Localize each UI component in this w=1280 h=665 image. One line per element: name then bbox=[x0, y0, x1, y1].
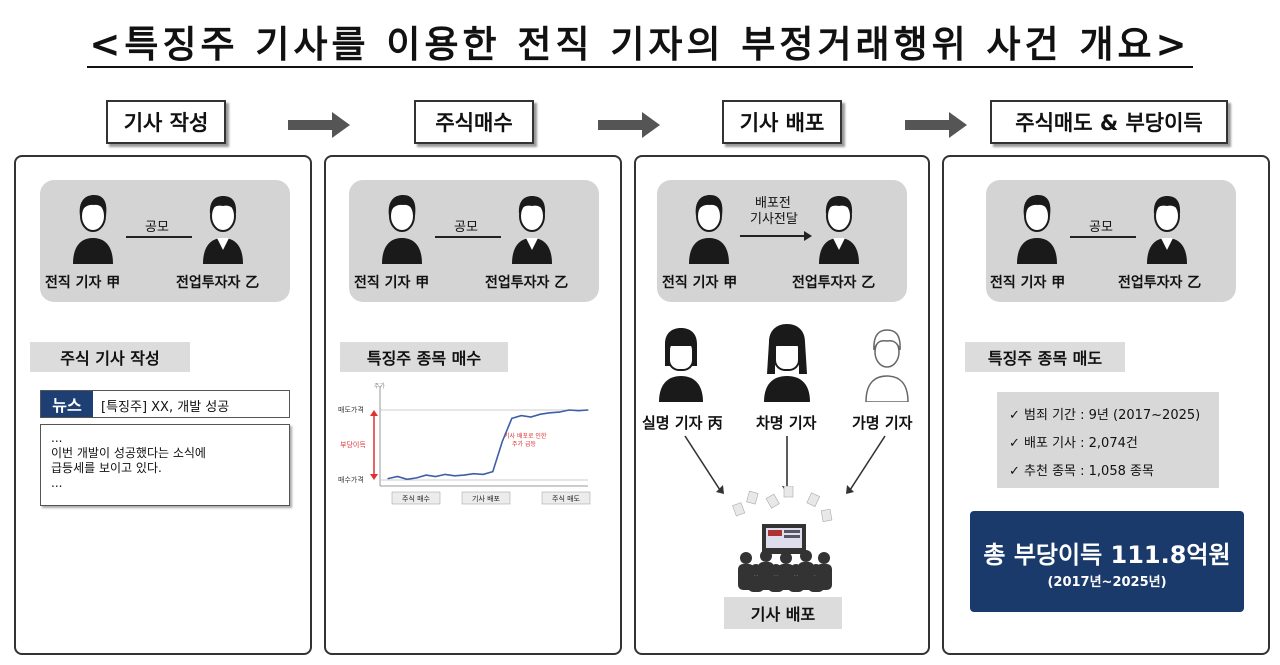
price-series-line bbox=[387, 409, 589, 481]
pre-deliver-label: 기사전달 bbox=[750, 212, 798, 227]
person-icon bbox=[509, 192, 555, 264]
summary-item: ✓ 추천 종목 : 1,058 종목 bbox=[1009, 464, 1154, 479]
x-tick-label: 주식 매수 bbox=[402, 494, 431, 503]
body-line: 이번 개발이 성공했다는 소식에 bbox=[51, 446, 206, 460]
summary-item: ✓ 범죄 기간 : 9년 (2017~2025) bbox=[1009, 408, 1201, 423]
reporter-label: 전직 기자 甲 bbox=[45, 275, 121, 291]
pre-deliver-label: 배포전 bbox=[755, 196, 791, 211]
section-tag: 주식 기사 작성 bbox=[30, 342, 190, 372]
link-line bbox=[1070, 236, 1136, 238]
person-icon bbox=[1144, 192, 1190, 264]
person-label: 실명 기자 丙 bbox=[642, 414, 723, 432]
link-line bbox=[126, 236, 192, 238]
price-point bbox=[587, 409, 589, 411]
investor-label: 전업투자자 乙 bbox=[1118, 275, 1202, 291]
price-point bbox=[492, 471, 494, 473]
price-point bbox=[463, 474, 465, 476]
person-outline-icon bbox=[862, 326, 912, 402]
price-point bbox=[520, 415, 522, 417]
news-badge: 뉴스 bbox=[41, 391, 93, 417]
profit-arrow-head-up bbox=[370, 410, 378, 416]
body-line: ... bbox=[51, 476, 63, 490]
step-sell-profit: 주식매도 & 부당이득 bbox=[990, 100, 1228, 144]
section-tag: 특징주 종목 매수 bbox=[340, 342, 508, 372]
price-point bbox=[549, 412, 551, 414]
page-title: <특징주 기사를 이용한 전직 기자의 부정거래행위 사건 개요> bbox=[87, 23, 1193, 68]
conspiracy-label: 공모 bbox=[145, 220, 169, 235]
price-point bbox=[558, 411, 560, 413]
person-icon bbox=[816, 192, 862, 264]
person-icon bbox=[686, 192, 732, 264]
reporter-label: 전직 기자 甲 bbox=[354, 275, 430, 291]
conspiracy-label: 공모 bbox=[1089, 220, 1113, 235]
link-line bbox=[435, 236, 501, 238]
person-icon bbox=[379, 192, 425, 264]
annotation-line: 기사 배포로 인한 bbox=[504, 432, 547, 440]
investor-label: 전업투자자 乙 bbox=[485, 275, 569, 291]
price-point bbox=[568, 409, 570, 411]
person-female-icon bbox=[760, 322, 814, 402]
arrow-right-icon bbox=[288, 112, 350, 138]
conspiracy-box bbox=[349, 180, 599, 302]
x-tick-label: 기사 배포 bbox=[472, 494, 501, 503]
price-point bbox=[387, 478, 389, 480]
price-point bbox=[416, 477, 418, 479]
body-line: ... bbox=[51, 431, 63, 445]
step-write-article: 기사 작성 bbox=[106, 100, 226, 144]
section-tag: 특징주 종목 매도 bbox=[965, 342, 1125, 372]
profit-arrow-head-down bbox=[370, 474, 378, 480]
conspiracy-label: 공모 bbox=[454, 220, 478, 235]
summary-list: ✓ 범죄 기간 : 9년 (2017~2025) ✓ 배포 기사 : 2,074… bbox=[997, 392, 1219, 488]
annotation-line: 주가 급등 bbox=[512, 440, 536, 448]
body-line: 급등세를 보이고 있다. bbox=[51, 461, 162, 475]
price-point bbox=[454, 475, 456, 477]
price-point bbox=[444, 473, 446, 475]
reporter-label: 전직 기자 甲 bbox=[990, 275, 1066, 291]
x-tick-box bbox=[461, 491, 511, 505]
news-title: [특징주] XX, 개발 성공 bbox=[101, 400, 230, 415]
x-tick-box bbox=[391, 491, 441, 505]
price-point bbox=[396, 475, 399, 478]
reporter-label: 전직 기자 甲 bbox=[662, 275, 738, 291]
person-female-icon bbox=[656, 326, 706, 402]
y-label-buy: 매수가격 bbox=[338, 475, 364, 484]
price-point bbox=[511, 417, 513, 419]
y-axis-label: 주가 bbox=[374, 382, 386, 390]
person-icon bbox=[70, 192, 116, 264]
conspiracy-box bbox=[40, 180, 290, 302]
summary-item: ✓ 배포 기사 : 2,074건 bbox=[1009, 436, 1138, 451]
price-point bbox=[482, 473, 484, 475]
person-icon bbox=[200, 192, 246, 264]
price-point bbox=[473, 473, 475, 475]
price-point bbox=[577, 410, 580, 412]
x-tick-box bbox=[541, 491, 591, 505]
person-icon bbox=[1014, 192, 1060, 264]
x-tick-label: 주식 매도 bbox=[552, 494, 581, 503]
price-point bbox=[425, 474, 427, 476]
person-label: 가명 기자 bbox=[852, 414, 913, 432]
arrow-right-icon bbox=[598, 112, 660, 138]
step-distribute-article: 기사 배포 bbox=[722, 100, 842, 144]
price-point bbox=[501, 440, 503, 443]
investor-label: 전업투자자 乙 bbox=[792, 275, 876, 291]
y-label-profit: 부당이득 bbox=[340, 440, 366, 449]
section-tag: 기사 배포 bbox=[724, 597, 842, 629]
total-profit-box: 총 부당이득 111.8억원 (2017년~2025년) bbox=[970, 511, 1244, 612]
price-point bbox=[406, 478, 408, 480]
person-label: 차명 기자 bbox=[756, 414, 817, 432]
price-point bbox=[435, 475, 437, 478]
step-buy-stock: 주식매수 bbox=[414, 100, 534, 144]
total-period: (2017년~2025년) bbox=[1047, 575, 1167, 590]
price-point bbox=[539, 413, 541, 415]
news-headline: 뉴스 [특징주] XX, 개발 성공 bbox=[40, 390, 290, 418]
news-body: ... 이번 개발이 성공했다는 소식에 급등세를 보이고 있다. ... bbox=[40, 424, 290, 506]
investor-label: 전업투자자 乙 bbox=[176, 275, 260, 291]
y-label-sell: 매도가격 bbox=[338, 405, 364, 414]
price-point bbox=[530, 416, 532, 418]
total-profit: 총 부당이득 111.8억원 bbox=[983, 541, 1231, 569]
arrow-right-icon bbox=[905, 112, 967, 138]
arrow-right-icon bbox=[740, 231, 812, 241]
crowd-monitor-icon bbox=[732, 486, 833, 592]
